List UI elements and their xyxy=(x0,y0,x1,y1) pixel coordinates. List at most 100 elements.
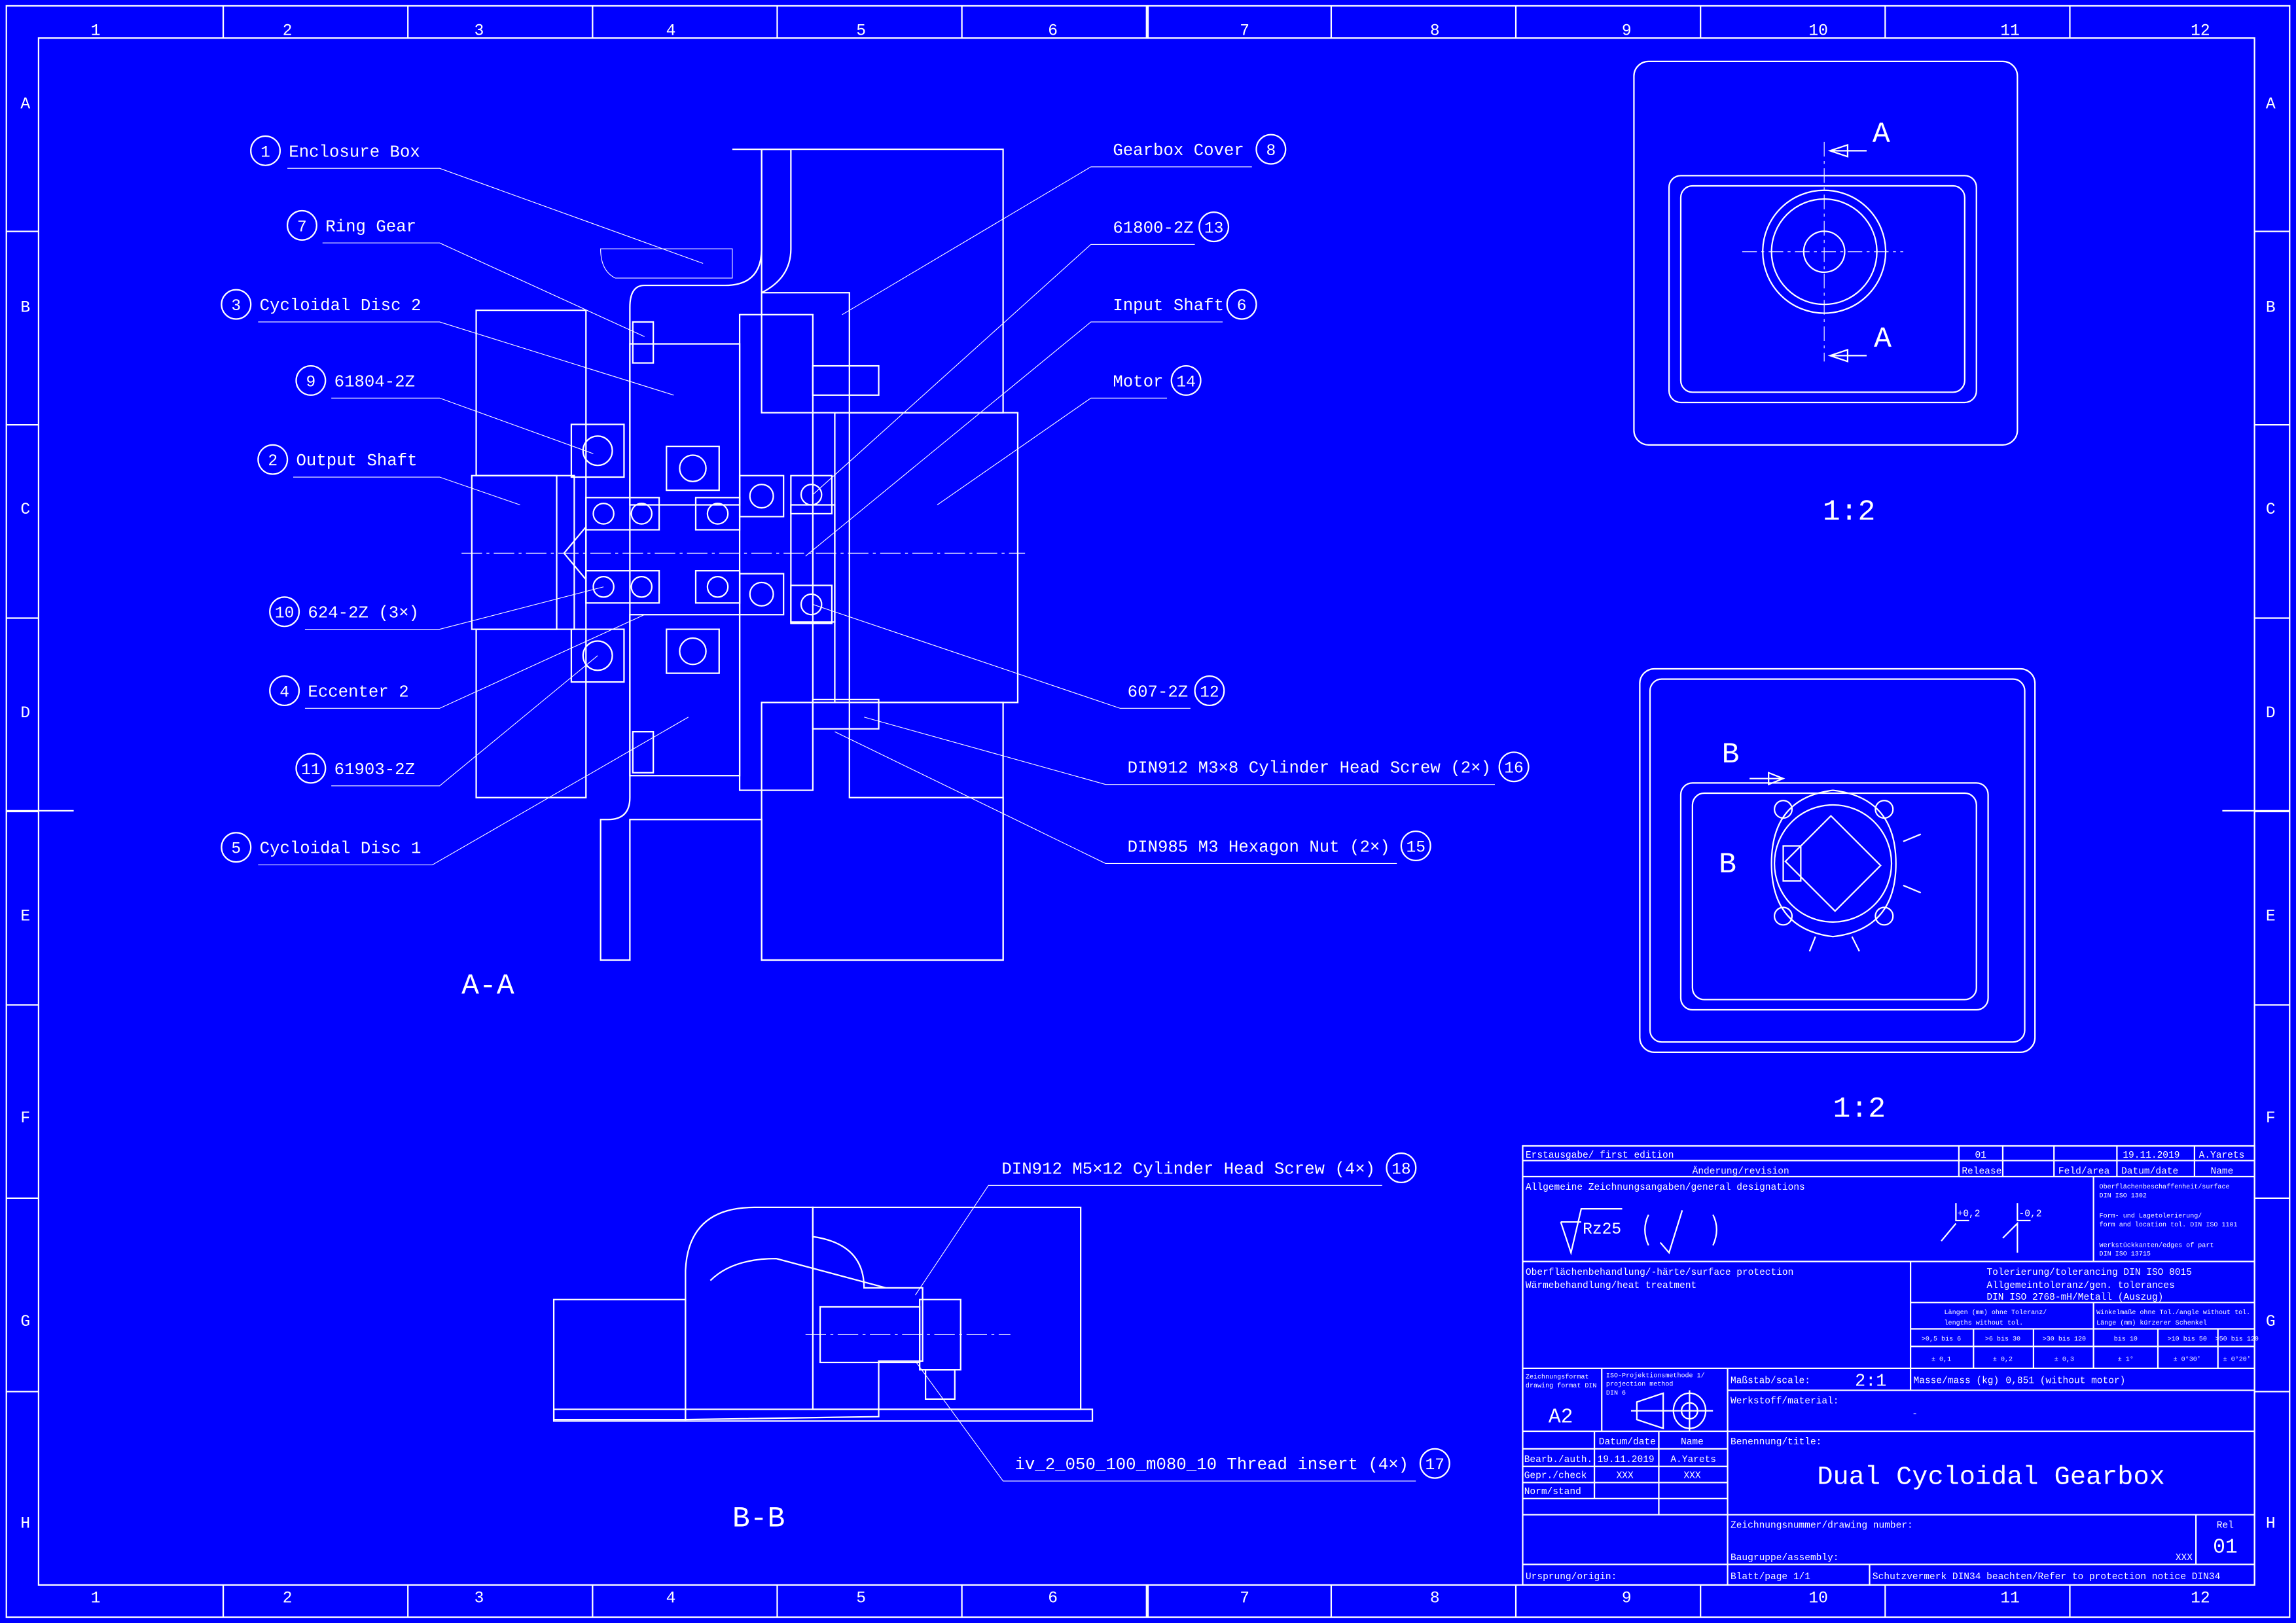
callout-number: 11 xyxy=(301,762,321,779)
callout: 4 Eccenter 2 xyxy=(269,614,645,709)
angles-header: Länge (mm) kürzerer Schenkel xyxy=(2096,1319,2207,1327)
row-label: G xyxy=(20,1313,30,1331)
callout-label: 61903-2Z xyxy=(334,760,415,779)
drawing-frame: 1 2 3 4 5 6 7 8 9 10 11 12 1 2 3 4 5 6 7… xyxy=(5,5,2291,1618)
projection-label: projection method xyxy=(1606,1381,1674,1389)
callout-number: 13 xyxy=(1204,221,1224,238)
column-label: 4 xyxy=(666,1590,676,1608)
column-label: 2 xyxy=(283,1590,293,1608)
row-label: F xyxy=(20,1110,30,1128)
row-label: D xyxy=(2266,705,2276,722)
material-label: Werkstoff/material: xyxy=(1731,1397,1839,1407)
row-labels-right: A B C D E F G H xyxy=(2266,96,2276,1533)
form-text: Form- und Lagetolerierung/ xyxy=(2100,1213,2202,1221)
general-designations: Allgemeine Zeichnungsangaben/general des… xyxy=(1526,1183,1805,1193)
area-label: Feld/area xyxy=(2058,1166,2110,1177)
callout-number: 12 xyxy=(1200,684,1219,702)
surface-text: DIN ISO 1302 xyxy=(2100,1192,2147,1200)
check-name: XXX xyxy=(1683,1471,1700,1482)
date-label: Datum/date xyxy=(2121,1166,2178,1177)
bottom-view: B B xyxy=(1639,668,2036,1053)
release-name: A.Yarets xyxy=(2199,1150,2245,1161)
callout-number: 14 xyxy=(1176,374,1195,391)
column-label: 9 xyxy=(1622,1590,1632,1608)
callout: 3 Cycloidal Disc 2 xyxy=(221,289,674,396)
column-label: 11 xyxy=(2000,1590,2020,1608)
column-label: 6 xyxy=(1048,1590,1058,1608)
callout-number: 7 xyxy=(297,219,307,236)
callout-number: 10 xyxy=(275,605,294,623)
column-label: 11 xyxy=(2000,23,2020,41)
callout-number: 2 xyxy=(268,453,278,471)
callout-number: 9 xyxy=(306,374,315,391)
column-label: 4 xyxy=(666,23,676,41)
column-labels-bottom: 1 2 3 4 5 6 7 8 9 10 11 12 xyxy=(91,1590,2210,1608)
callout: 9 61804-2Z xyxy=(295,365,594,454)
tolerancing-text: Allgemeintoleranz/gen. tolerances xyxy=(1986,1281,2174,1291)
column-label: 12 xyxy=(2191,1590,2210,1608)
mass-label: Masse/mass (kg) xyxy=(1914,1376,2000,1386)
row-label: B xyxy=(20,299,30,317)
name-label: Name xyxy=(2211,1166,2234,1177)
callout-number: 3 xyxy=(231,298,241,315)
callout: iv_2_050_100_m080_10 Thread insert (4×) … xyxy=(914,1361,1450,1482)
callout-number: 17 xyxy=(1426,1457,1445,1474)
row-label: E xyxy=(20,908,30,926)
row-label: H xyxy=(20,1516,30,1533)
form-text: form and location tol. DIN ISO 1101 xyxy=(2100,1221,2238,1229)
column-label: 8 xyxy=(1430,23,1440,41)
column-label: 12 xyxy=(2191,23,2210,41)
column-label: 2 xyxy=(283,23,293,41)
callout-label: 607-2Z xyxy=(1128,683,1189,702)
section-view-bb xyxy=(552,1206,1094,1422)
callout-label: DIN985 M3 Hexagon Nut (2×) xyxy=(1128,838,1390,857)
callout-label: Eccenter 2 xyxy=(308,683,408,702)
callout: 2 Output Shaft xyxy=(257,444,520,506)
check-date: XXX xyxy=(1617,1471,1634,1482)
callout-number: 18 xyxy=(1391,1161,1411,1179)
callout-number: 15 xyxy=(1406,839,1426,857)
callout-number: 16 xyxy=(1504,760,1524,778)
projection-label: ISO-Projektionsmethode 1/ xyxy=(1606,1372,1705,1380)
range-cell: >50 bis 120 xyxy=(2215,1335,2259,1343)
scale-label-tb: Maßstab/scale: xyxy=(1731,1376,1810,1386)
tolerance-cell: ± 1° xyxy=(2118,1356,2134,1364)
column-label: 3 xyxy=(475,1590,484,1608)
column-label: 5 xyxy=(856,23,866,41)
column-label: 1 xyxy=(91,1590,101,1608)
section-label-aa: A-A xyxy=(461,970,514,1003)
scale-value: 2:1 xyxy=(1855,1372,1886,1392)
tolerance-cell: ± 0°30′ xyxy=(2174,1356,2201,1364)
tolerance-ranges: >0,5 bis 6 >6 bis 30 >30 bis 120 bis 10 … xyxy=(1922,1335,2259,1363)
callout: Gearbox Cover 8 xyxy=(842,134,1287,315)
rel-label: Rel xyxy=(2217,1521,2234,1531)
range-cell: >6 bis 30 xyxy=(1985,1335,2020,1343)
scale-label: 1:2 xyxy=(1823,496,1876,529)
callout-number: 1 xyxy=(260,144,270,162)
callout: DIN912 M5×12 Cylinder Head Screw (4×) 18 xyxy=(914,1152,1417,1296)
drawing-title: Dual Cycloidal Gearbox xyxy=(1817,1463,2164,1493)
drawing-number-label: Zeichnungsnummer/drawing number: xyxy=(1731,1521,1913,1531)
check-label: Gepr./check xyxy=(1524,1471,1587,1482)
callout-label: 624-2Z (3×) xyxy=(308,604,419,623)
range-cell: >0,5 bis 6 xyxy=(1922,1335,1961,1343)
projection-label: DIN 6 xyxy=(1606,1390,1626,1397)
section-label-bb: B-B xyxy=(732,1503,785,1535)
callout-label: iv_2_050_100_m080_10 Thread insert (4×) xyxy=(1015,1455,1409,1474)
callout: 10 624-2Z (3×) xyxy=(269,586,604,630)
column-labels-top: 1 2 3 4 5 6 7 8 9 10 11 12 xyxy=(91,23,2210,41)
column-label: 8 xyxy=(1430,1590,1440,1608)
roughness-value: Rz25 xyxy=(1583,1221,1621,1239)
callout: 11 61903-2Z xyxy=(295,655,598,787)
callout-label: Output Shaft xyxy=(296,452,418,471)
callouts-left: 1 Enclosure Box 7 Ring Gear 3 Cycloidal … xyxy=(221,135,704,866)
row-label: C xyxy=(2266,501,2276,519)
callout: DIN912 M3×8 Cylinder Head Screw (2×) 16 xyxy=(864,717,1530,785)
row-label: A xyxy=(2266,96,2276,113)
callout-label: Input Shaft xyxy=(1113,296,1224,315)
callout: 5 Cycloidal Disc 1 xyxy=(221,717,689,866)
callout-label: 61800-2Z xyxy=(1113,219,1193,238)
lengths-header: lengths without tol. xyxy=(1945,1319,2024,1327)
callout: 61800-2Z 13 xyxy=(812,211,1230,495)
